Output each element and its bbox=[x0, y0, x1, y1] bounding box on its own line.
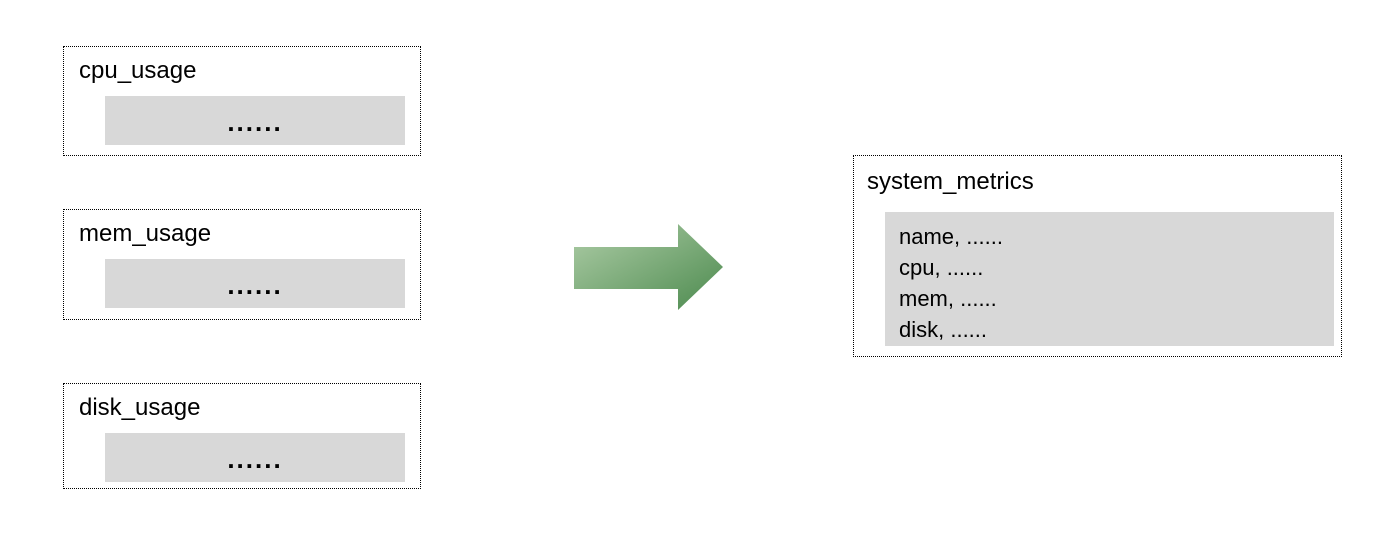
source-table-rows-placeholder: ...... bbox=[105, 259, 405, 308]
target-table-system-metrics: system_metrics name, ...... cpu, ...... … bbox=[853, 155, 1342, 357]
column-row-mem: mem, ...... bbox=[899, 286, 997, 311]
column-row-cpu: cpu, ...... bbox=[899, 255, 984, 280]
target-table-title: system_metrics bbox=[867, 168, 1034, 195]
target-table-columns-panel: name, ...... cpu, ...... mem, ...... dis… bbox=[885, 212, 1334, 346]
source-table-rows-placeholder: ...... bbox=[105, 96, 405, 145]
arrow-right-icon bbox=[574, 224, 723, 310]
source-table-cpu-usage: cpu_usage ...... bbox=[63, 46, 421, 156]
source-table-disk-usage: disk_usage ...... bbox=[63, 383, 421, 489]
source-table-title: cpu_usage bbox=[79, 57, 197, 84]
source-table-mem-usage: mem_usage ...... bbox=[63, 209, 421, 320]
source-table-title: disk_usage bbox=[79, 394, 201, 421]
source-table-title: mem_usage bbox=[79, 220, 212, 247]
source-table-rows-placeholder: ...... bbox=[105, 433, 405, 482]
column-row-disk: disk, ...... bbox=[899, 317, 988, 342]
column-row-name: name, ...... bbox=[899, 224, 1003, 249]
